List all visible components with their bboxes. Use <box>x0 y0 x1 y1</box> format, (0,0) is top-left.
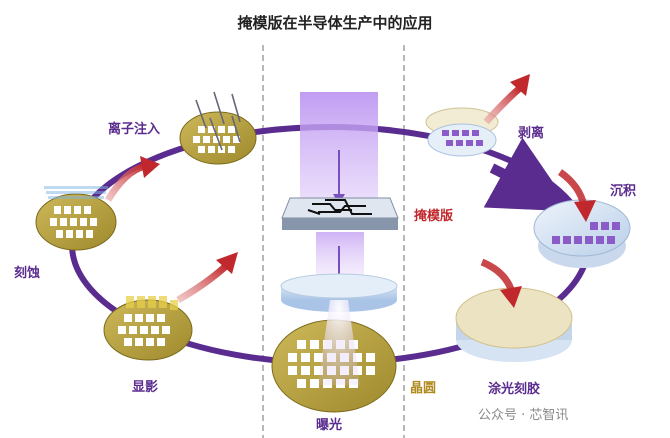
red-arrow-coat <box>480 258 516 294</box>
label-expose: 曝光 <box>316 418 343 433</box>
label-mask: 掩模版 <box>414 209 454 224</box>
label-wafer: 晶圆 <box>410 381 437 396</box>
label-etch: 刻蚀 <box>14 266 41 281</box>
mask-pattern <box>307 199 372 215</box>
wafer-strip-dies <box>442 130 483 146</box>
mask-plate-edge <box>282 218 398 230</box>
wafer-deposition-dies <box>552 222 620 244</box>
page-title: 掩模版在半导体生产中的应用 <box>237 14 433 32</box>
wafer-etch-dies <box>50 206 97 238</box>
develop-resist-blocks <box>126 296 178 310</box>
label-strip: 剥离 <box>518 126 545 141</box>
red-arrow-strip <box>483 85 523 125</box>
cycle-arrow <box>483 137 573 212</box>
red-arrow-develop <box>176 263 229 304</box>
label-develop: 显影 <box>132 380 159 395</box>
label-deposition: 沉积 <box>610 184 637 199</box>
wafer-develop-dies <box>118 314 170 346</box>
watermark: 公众号 · 芯智讯 <box>478 408 569 423</box>
etch-particles <box>44 186 108 199</box>
ion-beams <box>195 91 241 151</box>
label-coat: 涂光刻胶 <box>488 382 541 397</box>
lens-top <box>280 273 398 299</box>
label-ion-implant: 离子注入 <box>108 122 161 137</box>
light-cone <box>318 300 360 385</box>
